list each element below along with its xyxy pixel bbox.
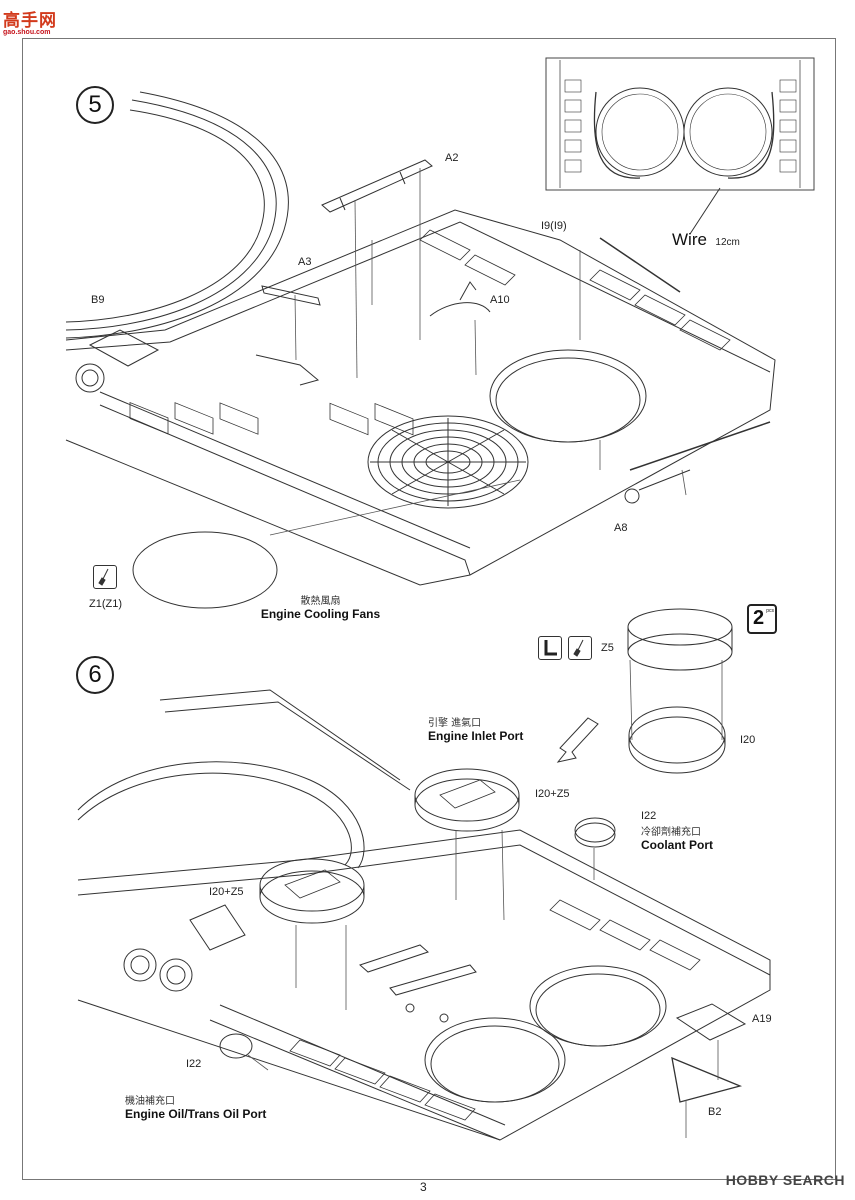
site-logo: 高手网 gao.shou.com xyxy=(3,6,57,36)
caption-cooling-fans-cn: 散熱風扇 xyxy=(300,596,341,607)
step-6-number: 6 xyxy=(76,656,114,694)
caption-coolant-port: 冷卻劑補充口 Coolant Port xyxy=(641,823,713,852)
step-5-number: 5 xyxy=(76,86,114,124)
quantity-badge: 2 pcs xyxy=(747,604,777,634)
label-z5: Z5 xyxy=(601,642,614,654)
label-i20: I20 xyxy=(740,734,756,746)
label-b9: B9 xyxy=(91,294,105,306)
label-i22-left: I22 xyxy=(186,1058,202,1070)
wire-callout: Wire 12cm xyxy=(672,230,740,250)
wire-length: 12cm xyxy=(715,237,740,248)
label-a8: A8 xyxy=(614,522,628,534)
hobby-search-watermark: HOBBY SEARCH xyxy=(726,1172,845,1188)
watermark-text: HOBBY SEARCH xyxy=(725,1172,845,1188)
label-i20z5-top: I20+Z5 xyxy=(535,788,570,800)
logo-text: 高手网 xyxy=(3,11,57,31)
label-i20z5-left: I20+Z5 xyxy=(209,886,244,898)
label-z1: Z1(Z1) xyxy=(89,598,122,610)
caption-oil-port: 機油補充口 Engine Oil/Trans Oil Port xyxy=(125,1092,266,1121)
caption-cooling-fans-en: Engine Cooling Fans xyxy=(260,607,381,621)
wire-label: Wire xyxy=(672,230,707,249)
caption-oil-cn: 機油補充口 xyxy=(125,1096,175,1107)
label-b2: B2 xyxy=(708,1106,722,1118)
glue-brush-icon-step6 xyxy=(568,636,592,660)
caption-inlet-port: 引擎 進氣口 Engine Inlet Port xyxy=(428,714,523,743)
bend-L-icon xyxy=(538,636,562,660)
caption-coolant-en: Coolant Port xyxy=(641,838,713,852)
page-number: 3 xyxy=(420,1180,427,1194)
label-a2: A2 xyxy=(445,152,459,164)
quantity-unit: pcs xyxy=(766,608,774,614)
quantity-value: 2 xyxy=(753,607,765,629)
caption-inlet-en: Engine Inlet Port xyxy=(428,729,524,743)
glue-brush-icon xyxy=(93,565,117,589)
page-border xyxy=(22,38,836,1180)
label-i22-top: I22 xyxy=(641,810,657,822)
label-a3: A3 xyxy=(298,256,312,268)
caption-oil-en: Engine Oil/Trans Oil Port xyxy=(125,1107,267,1121)
label-a10: A10 xyxy=(490,294,510,306)
caption-inlet-cn: 引擎 進氣口 xyxy=(428,718,482,729)
label-a19: A19 xyxy=(752,1013,772,1025)
caption-cooling-fans: 散熱風扇 Engine Cooling Fans xyxy=(258,592,383,621)
label-i9: I9(I9) xyxy=(541,220,567,232)
step5-illustration xyxy=(65,57,815,609)
logo-url: gao.shou.com xyxy=(3,29,51,36)
caption-coolant-cn: 冷卻劑補充口 xyxy=(641,827,701,838)
